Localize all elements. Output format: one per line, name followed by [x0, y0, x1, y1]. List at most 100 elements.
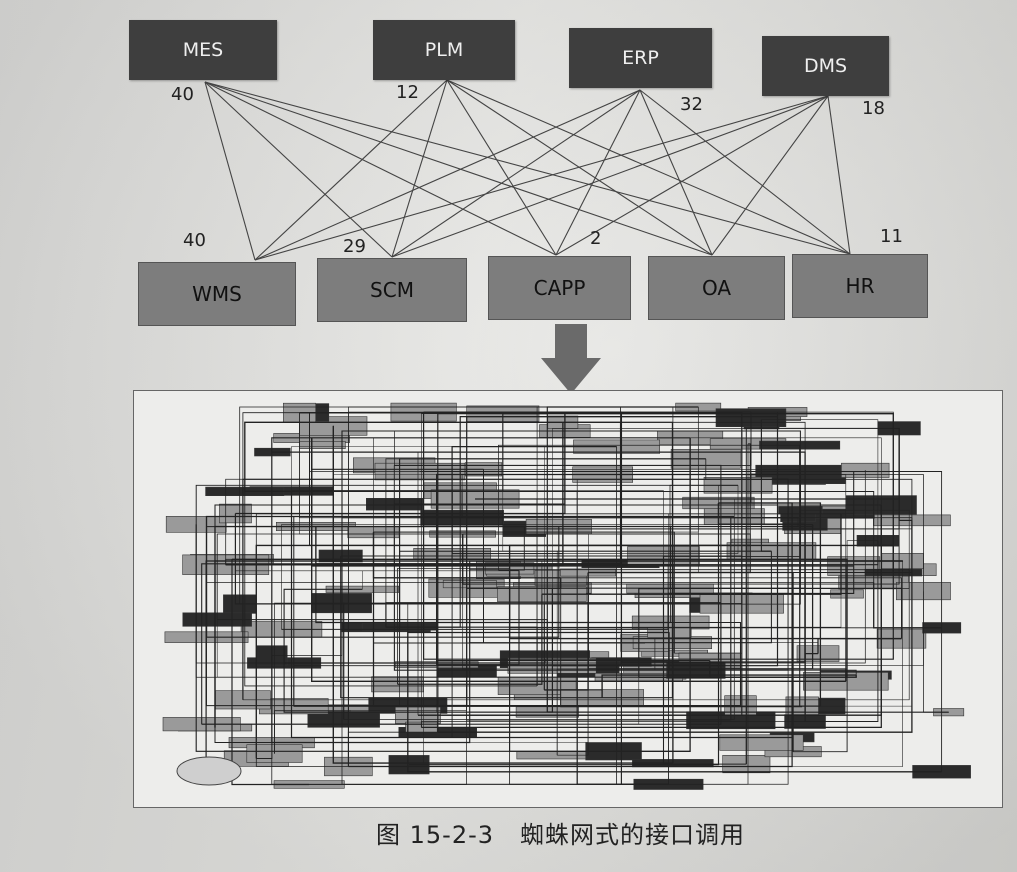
module-link	[475, 498, 538, 686]
module-link	[460, 490, 664, 557]
module-link	[793, 593, 848, 753]
module-link	[214, 560, 903, 728]
system-box-dms: DMS	[762, 36, 889, 96]
module-link	[421, 505, 882, 729]
spider-web-illustration	[162, 402, 971, 790]
module-link	[761, 419, 879, 541]
module-link	[225, 478, 789, 565]
module-link	[509, 568, 614, 752]
count-scm: 29	[343, 236, 366, 257]
link-mes-hr	[204, 81, 851, 255]
module-link	[407, 705, 942, 773]
link-plm-hr	[446, 79, 851, 255]
system-label-erp: ERP	[622, 47, 659, 69]
link-erp-scm	[391, 89, 641, 258]
system-label-wms: WMS	[192, 282, 242, 306]
module-link	[372, 532, 561, 579]
link-mes-oa	[204, 81, 713, 256]
module-link	[475, 428, 900, 500]
module-link	[638, 675, 857, 678]
module-link	[284, 470, 866, 664]
module-link	[556, 668, 589, 756]
module-link	[341, 430, 565, 604]
system-box-capp: CAPP	[488, 256, 631, 320]
module-link	[231, 559, 310, 786]
module-link	[235, 513, 519, 572]
module-link	[805, 540, 879, 722]
module-link	[373, 531, 675, 654]
module-link	[923, 591, 949, 713]
module-box	[299, 441, 346, 450]
count-wms: 40	[183, 230, 206, 251]
link-mes-capp	[204, 81, 557, 256]
link-dms-oa	[711, 95, 829, 256]
system-label-scm: SCM	[370, 278, 414, 302]
system-label-hr: HR	[845, 274, 875, 298]
module-link	[347, 621, 671, 767]
link-dms-wms	[254, 95, 829, 261]
module-link	[638, 660, 711, 678]
module-link	[244, 421, 563, 492]
module-link	[315, 526, 525, 529]
module-link	[255, 544, 751, 759]
module-link	[616, 446, 669, 785]
module-link	[397, 594, 543, 685]
module-link	[340, 556, 603, 699]
link-plm-scm	[391, 79, 448, 258]
module-link	[541, 526, 560, 595]
spider-web-diagram	[133, 390, 1003, 808]
system-box-oa: OA	[648, 256, 785, 320]
module-link	[601, 674, 857, 698]
count-mes: 40	[171, 84, 194, 105]
module-link	[466, 577, 562, 589]
system-label-plm: PLM	[424, 39, 464, 61]
module-link	[293, 657, 578, 707]
module-link	[419, 470, 855, 566]
module-link	[668, 443, 749, 785]
module-link	[564, 430, 801, 475]
link-erp-capp	[555, 89, 641, 256]
module-link	[690, 437, 882, 505]
module-link	[348, 737, 793, 768]
system-label-capp: CAPP	[533, 276, 586, 300]
system-label-oa: OA	[701, 276, 732, 300]
module-link	[409, 503, 720, 766]
module-link	[283, 603, 742, 663]
module-link	[437, 520, 913, 733]
system-label-dms: DMS	[803, 55, 848, 77]
module-link	[272, 451, 806, 722]
module-link	[271, 437, 691, 743]
module-link	[242, 569, 910, 701]
system-box-erp: ERP	[569, 28, 712, 88]
module-link	[452, 422, 564, 555]
module-link	[663, 556, 846, 682]
module-link	[613, 437, 691, 752]
figure-title: 蜘蛛网式的接口调用	[520, 821, 746, 849]
link-mes-wms	[204, 81, 256, 261]
link-erp-oa	[639, 89, 713, 256]
module-link	[462, 533, 751, 546]
system-box-plm: PLM	[373, 20, 515, 80]
count-plm: 12	[396, 82, 419, 103]
count-capp: 2	[590, 228, 602, 249]
system-box-mes: MES	[129, 20, 277, 80]
module-link	[342, 602, 409, 706]
module-link	[544, 602, 722, 660]
module-link	[244, 491, 538, 687]
module-link	[436, 664, 548, 713]
module-link	[399, 550, 772, 627]
module-link	[788, 478, 913, 521]
system-box-hr: HR	[792, 254, 928, 318]
module-link	[502, 413, 894, 573]
system-box-wms: WMS	[138, 262, 296, 326]
link-erp-wms	[254, 89, 641, 261]
module-link	[205, 515, 735, 638]
module-link	[620, 662, 669, 785]
module-link	[695, 479, 789, 671]
count-hr: 11	[880, 226, 903, 247]
module-link	[672, 642, 819, 654]
module-link	[541, 513, 842, 595]
module-link	[299, 412, 463, 535]
